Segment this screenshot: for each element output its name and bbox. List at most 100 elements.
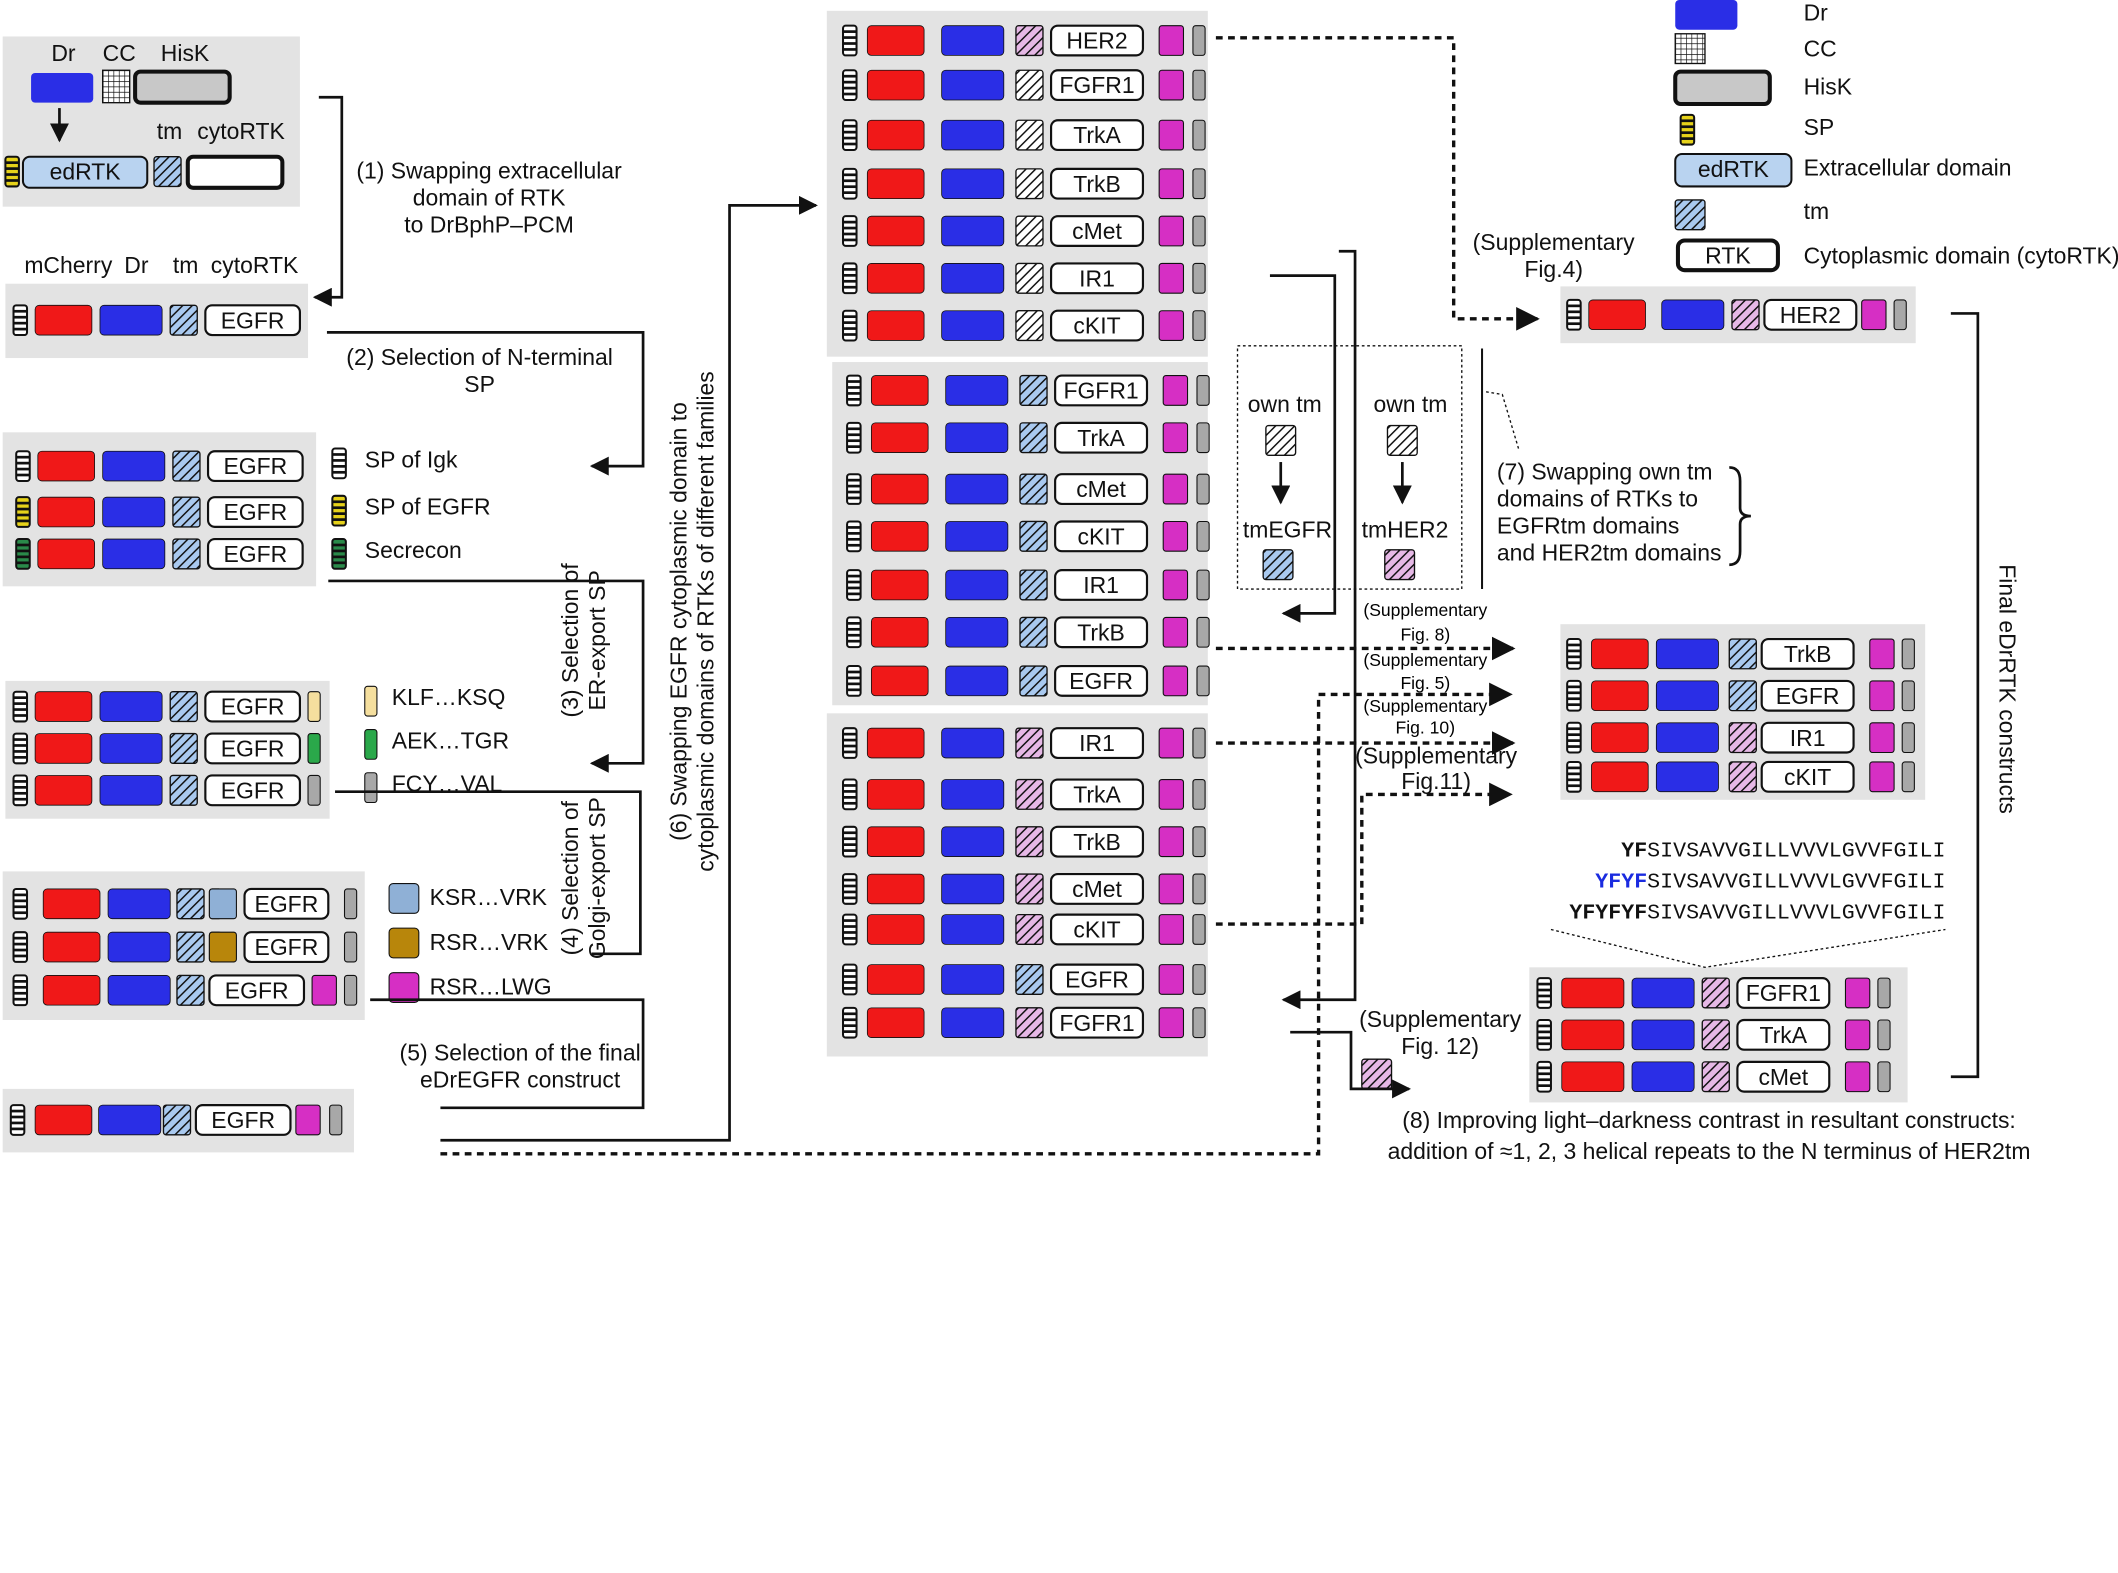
rtk-label: EGFR <box>1069 668 1133 694</box>
signal-peptide <box>331 447 347 480</box>
signal-peptide <box>4 155 20 188</box>
tag <box>343 974 358 1006</box>
rtk-label: TrkA <box>1073 781 1121 807</box>
tm-domain <box>1015 262 1044 294</box>
legend-rtk-swatch <box>1675 238 1780 273</box>
dr-domain <box>941 263 1005 294</box>
cytortk-domain <box>1049 262 1145 295</box>
undefined <box>1561 977 1625 1009</box>
legend: Dr CC HisK SP Extracellular domain tm RT… <box>1673 0 2118 273</box>
cytortk-domain <box>1049 1006 1145 1039</box>
cytortk-domain <box>1054 569 1149 601</box>
signal-peptide <box>846 569 862 601</box>
cytortk-domain <box>1760 637 1855 670</box>
cytortk-domain <box>1763 298 1858 331</box>
golgi-export-tag <box>1158 69 1185 101</box>
er-export-tag <box>343 931 358 963</box>
golgi-export-tag <box>1162 422 1189 454</box>
supp-fig8-line2: Fig. 8) <box>1400 624 1450 644</box>
header-label: mCherry <box>24 252 113 278</box>
golgi-export-tag <box>1861 299 1887 331</box>
signal-peptide <box>846 421 862 454</box>
mcherry-domain <box>37 538 95 570</box>
mcherry-domain <box>866 310 925 341</box>
golgi-export-tag <box>1158 914 1185 945</box>
cytortk-domain <box>1049 24 1145 57</box>
side-label: AEK…TGR <box>392 727 509 753</box>
tm-domain <box>153 156 182 188</box>
signal-peptide <box>1536 977 1552 1009</box>
tm-domain <box>1015 727 1044 759</box>
rtk-label: cMet <box>1072 876 1122 902</box>
tm-domain <box>1015 963 1044 996</box>
golgi-export-tag <box>1869 680 1895 712</box>
legend-tm: tm <box>1804 198 1829 224</box>
golgi-export-tag <box>1162 616 1189 648</box>
mcherry-domain <box>870 665 929 697</box>
step7-line3: EGFRtm domains <box>1497 513 1679 539</box>
tag <box>1877 1061 1891 1093</box>
step4-line1: (4) Selection of <box>557 800 583 955</box>
dr-domain <box>99 775 163 806</box>
dr-domain <box>31 72 94 103</box>
tag <box>364 728 378 760</box>
tag <box>1893 299 1907 331</box>
side-label: KSR…VRK <box>430 884 548 910</box>
tm-domain <box>1015 826 1044 858</box>
signal-peptide <box>842 873 858 905</box>
dr-domain <box>945 665 1009 697</box>
dr-domain <box>945 617 1009 648</box>
dr-domain <box>1661 299 1725 331</box>
rtk-label: FGFR1 <box>1746 980 1821 1006</box>
tm-domain <box>1019 520 1048 552</box>
tm-domain <box>1015 69 1044 101</box>
tm-domain <box>1019 374 1048 406</box>
tag <box>1192 727 1206 759</box>
side-label: KLF…KSQ <box>392 684 506 710</box>
undefined <box>1591 680 1649 712</box>
supplementary-labels: (Supplementary Fig.4) (Supplementary Fig… <box>1355 229 1636 1090</box>
dr-domain <box>945 422 1009 453</box>
rtk-label: EGFR <box>221 777 285 803</box>
golgi-export-tag <box>295 1104 321 1136</box>
tm-domain <box>1728 638 1757 670</box>
tag <box>1192 119 1206 151</box>
dr-domain <box>107 931 171 963</box>
tag <box>1192 69 1206 101</box>
tm-domain <box>176 974 205 1006</box>
golgi-export-tag <box>1162 473 1189 505</box>
mcherry-domain <box>42 931 101 963</box>
legend-dr-swatch <box>1675 0 1738 30</box>
rtk-label: TrkB <box>1073 171 1121 197</box>
supp-fig5-line2: Fig. 5) <box>1400 673 1450 693</box>
cytortk-domain <box>1736 1060 1831 1093</box>
cytortk-label: cytoRTK <box>197 118 285 144</box>
tm-domain <box>172 450 201 482</box>
tm-domain <box>1015 913 1044 946</box>
legend-dr: Dr <box>1804 0 1829 25</box>
supp-fig4-line1: (Supplementary <box>1473 229 1636 255</box>
legend-hisk-swatch <box>1673 69 1772 107</box>
cytortk-domain <box>185 154 285 190</box>
golgi-export-tag <box>1158 826 1185 858</box>
cytortk-domain <box>1054 421 1149 454</box>
mcherry-domain <box>866 215 925 247</box>
mcherry-domain <box>866 168 925 200</box>
tmegfr-label: tmEGFR <box>1243 517 1332 543</box>
cytortk-domain <box>206 496 304 528</box>
tm-domain <box>1015 873 1044 905</box>
tag <box>1192 1007 1206 1039</box>
signal-peptide <box>846 520 862 553</box>
legend-extracellular: Extracellular domain <box>1804 155 2012 181</box>
cytortk-domain <box>243 931 330 963</box>
cytortk-domain <box>1736 977 1831 1009</box>
cytortk-domain <box>1054 616 1149 649</box>
undefined <box>1591 638 1649 670</box>
tm-domain <box>172 538 201 570</box>
tag <box>364 772 378 804</box>
tm-domain <box>1019 473 1048 505</box>
signal-peptide <box>842 963 858 996</box>
signal-peptide <box>842 262 858 295</box>
golgi-export-tag <box>1158 119 1185 151</box>
